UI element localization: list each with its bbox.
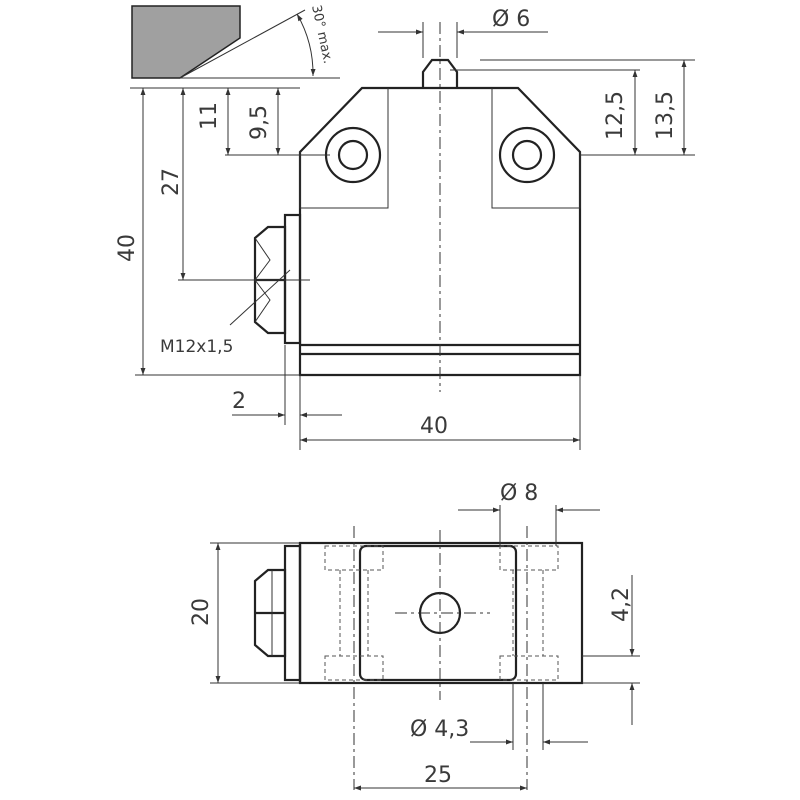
dim-11-label: 11 [197, 102, 222, 130]
dim-27-label: 27 [159, 168, 184, 196]
dim-20-label: 20 [189, 598, 214, 626]
dim-2-label: 2 [232, 389, 246, 414]
left-mount-flange [299, 88, 389, 209]
hole-diameter-4-3-label: Ø 4,3 [410, 717, 469, 742]
top-view-nut [253, 544, 302, 682]
dim-bottom-widths: 2 40 [232, 345, 581, 450]
plunger [421, 58, 459, 88]
dim-25-label: 25 [424, 763, 452, 788]
mount-hole-left-inner [337, 139, 369, 171]
dim-hole-diameter-4-3: Ø 4,3 [410, 683, 588, 750]
hidden-holes-right [499, 526, 559, 790]
dim-12-5-label: 12,5 [603, 91, 628, 140]
thread-label: M12x1,5 [160, 337, 233, 357]
dim-40-height-label: 40 [115, 234, 140, 262]
plunger-diameter-label: Ø 6 [492, 7, 530, 32]
mount-hole-right-outer [498, 126, 556, 184]
hidden-holes-left [324, 526, 384, 790]
hole-diameter-8-label: Ø 8 [500, 481, 538, 506]
dim-plunger-diameter: Ø 6 [378, 7, 548, 58]
dim-4-2-label: 4,2 [609, 587, 634, 622]
dim-40-width-label: 40 [420, 414, 448, 439]
right-mount-flange [491, 88, 581, 209]
dim-left-heights: 11 9,5 27 40 [115, 88, 330, 376]
front-view: 30° max. M12x1,5 [115, 4, 695, 450]
dim-hole-diameter-8: Ø 8 [458, 481, 600, 546]
mount-hole-left-outer [324, 126, 382, 184]
actuator-cam: 30° max. [131, 4, 340, 79]
m12-nut: M12x1,5 [160, 213, 302, 357]
mount-hole-right-inner [511, 139, 543, 171]
dim-20: 20 [189, 542, 300, 684]
dim-right-heights: 12,5 13,5 [450, 59, 695, 156]
top-view: Ø 8 20 4,2 Ø 4,3 25 [189, 481, 640, 791]
dim-25: 25 [354, 763, 527, 791]
dim-13-5-label: 13,5 [653, 91, 678, 140]
top-view-center-block [358, 544, 518, 682]
dim-9-5-label: 9,5 [247, 105, 272, 140]
dim-4-2: 4,2 [582, 575, 640, 725]
